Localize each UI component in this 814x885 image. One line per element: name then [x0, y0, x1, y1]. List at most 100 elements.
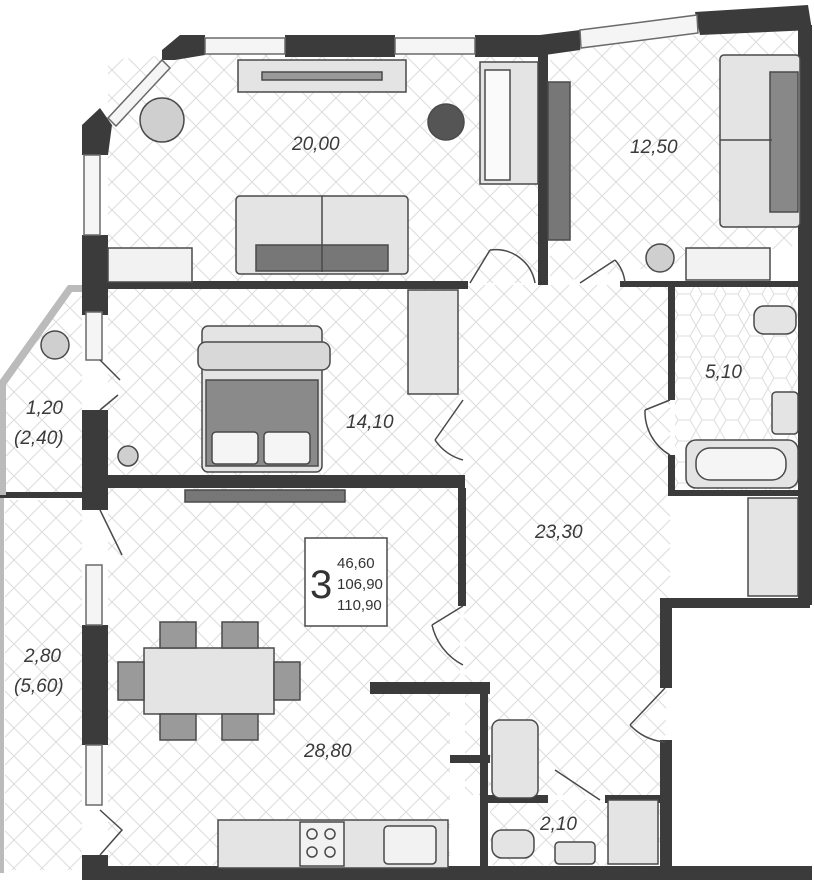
loggia-large-outline	[0, 498, 4, 873]
living-bedroom-divider	[108, 281, 468, 289]
window	[85, 311, 103, 361]
hall-wall-vertical	[458, 488, 466, 606]
window	[85, 744, 103, 806]
door-arc	[579, 259, 626, 284]
room-count: 3	[310, 563, 332, 607]
boiler	[607, 799, 659, 865]
bath-wall-left-lower	[668, 455, 675, 495]
piano-keys	[484, 69, 511, 181]
armchair-arm	[769, 71, 799, 213]
chair	[117, 661, 145, 701]
west-wall-upper	[82, 235, 108, 315]
door-arc	[99, 359, 121, 411]
bath-wall-bottom	[668, 490, 803, 496]
door-arc	[431, 605, 464, 666]
north-wall-right	[540, 30, 580, 55]
door-arc	[469, 248, 536, 284]
hall-east-lower-wall	[660, 740, 672, 870]
north-east-corner	[695, 5, 812, 35]
wardrobe-wall	[660, 598, 810, 608]
apartment-summary: 3 46,60 106,90 110,90	[304, 537, 388, 627]
living-area: 46,60	[337, 555, 375, 572]
kitchen-sink	[383, 825, 437, 865]
north-wall-left	[162, 35, 205, 60]
tv	[184, 489, 346, 503]
burner	[306, 828, 318, 840]
north-wall-segment	[285, 35, 395, 57]
chair	[159, 713, 197, 741]
window	[579, 14, 699, 49]
door-arc	[99, 509, 123, 556]
bottom-wall	[82, 866, 812, 880]
bookshelf	[107, 247, 193, 283]
small-bedroom-area: 12,50	[630, 137, 678, 158]
total-area: 106,90	[337, 576, 383, 593]
burner	[324, 846, 336, 858]
loggia-small-area: 1,20	[26, 398, 63, 419]
bath-sink	[771, 391, 799, 435]
bathtub-inner	[695, 447, 787, 481]
door-arc	[644, 399, 671, 456]
bedroom-kitchen-divider	[108, 475, 465, 488]
window	[394, 37, 476, 55]
window	[106, 58, 172, 128]
toilet-wall-vert	[480, 694, 488, 866]
tv-wall	[547, 81, 571, 241]
loggia-small-outline	[0, 380, 6, 495]
wardrobe	[407, 289, 459, 395]
total-area-with-balcony: 110,90	[337, 597, 382, 614]
door-arc	[629, 687, 666, 743]
loggia-small-area-full: (2,40)	[14, 428, 64, 449]
toilet-top-wall-right	[605, 795, 665, 803]
plant-icon	[139, 97, 185, 143]
living-bedroom-partition	[538, 45, 548, 285]
door-arc	[99, 809, 124, 856]
west-wall-mid	[82, 410, 108, 510]
stool	[427, 103, 465, 141]
chair	[159, 621, 197, 649]
dining-table	[143, 647, 275, 715]
shoe-rack	[491, 719, 539, 799]
bath-wall-left-upper	[668, 285, 675, 400]
doors	[99, 248, 671, 856]
plant-icon	[645, 243, 675, 273]
furniture	[40, 54, 801, 869]
plant-icon	[40, 330, 70, 360]
hallway-floor	[463, 285, 670, 795]
chair	[221, 621, 259, 649]
loggia-large-area-full: (5,60)	[14, 676, 64, 697]
north-wall-segment-2	[475, 35, 545, 57]
loggia-large-floor	[5, 500, 82, 870]
chair	[221, 713, 259, 741]
bed-headroll	[197, 341, 331, 371]
loggia-large-area: 2,80	[23, 646, 61, 667]
chair	[273, 661, 301, 701]
toilet-bowl	[753, 305, 797, 335]
burner	[324, 828, 336, 840]
west-wall-lower	[82, 625, 108, 745]
west-diagonal-wall	[82, 108, 112, 155]
stove	[299, 821, 345, 867]
walls	[0, 5, 812, 880]
hall-partition	[370, 682, 490, 694]
kitchen-living-area: 28,80	[303, 741, 352, 762]
door-arc	[434, 399, 464, 461]
door-arc	[554, 769, 601, 801]
hallway-area: 23,30	[534, 522, 583, 543]
windows	[83, 14, 699, 806]
small-bedroom-bath-wall	[620, 281, 800, 287]
pillow	[263, 431, 311, 465]
living-room-area: 20,00	[291, 134, 340, 155]
plant-icon	[117, 445, 139, 467]
hall-wardrobe	[747, 497, 799, 597]
window	[204, 37, 286, 55]
summary-box	[304, 537, 388, 627]
toilet-sink	[554, 841, 596, 865]
bathroom-area: 5,10	[705, 362, 742, 383]
loggia-divider	[0, 492, 85, 498]
loggia-small-diagonal	[0, 285, 82, 385]
toilet-top-wall	[488, 795, 548, 803]
hall-east-wall	[660, 598, 672, 688]
window	[85, 564, 103, 626]
